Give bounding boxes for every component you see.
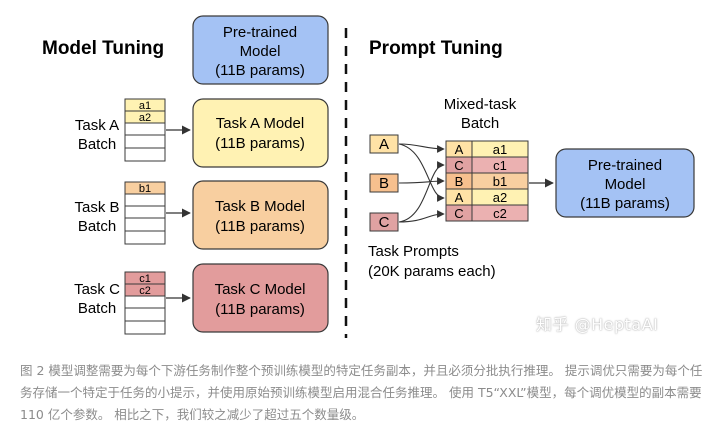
batch-row-3-data: b1 <box>493 174 507 189</box>
batch-row-5-data: c2 <box>493 206 507 221</box>
mixed-batch-title-line1: Mixed-task <box>444 96 517 113</box>
left-pretrained-line1: Pre-trained <box>223 24 297 41</box>
task-b-group: Task B Batch b1 Task B Model (11B params… <box>74 180 329 250</box>
task-a-model-title: Task A Model <box>216 115 304 132</box>
task-c-label: Task C <box>74 281 120 298</box>
task-a-group: Task A Batch a1 a2 Task A Model (11B par… <box>75 98 329 168</box>
task-b-batch-label: Batch <box>78 218 116 235</box>
task-prompts-label: Task Prompts <box>368 243 459 260</box>
batch-row-3-prompt: B <box>455 174 464 189</box>
task-a-row-2: a2 <box>139 112 151 124</box>
task-a-label: Task A <box>75 117 119 134</box>
batch-row-5-prompt: C <box>454 206 463 221</box>
prompt-a-label: A <box>379 136 389 153</box>
task-prompts-params: (20K params each) <box>368 263 496 280</box>
prompt-tuning-title: Prompt Tuning <box>369 38 503 59</box>
prompt-c: C <box>369 212 399 232</box>
task-c-model-box <box>192 263 329 333</box>
task-c-batch-label: Batch <box>78 300 116 317</box>
right-pretrained-line1: Pre-trained <box>588 157 662 174</box>
task-c-row-2: c2 <box>139 285 151 297</box>
batch-row-1-data: a1 <box>493 142 507 157</box>
batch-row-1-prompt: A <box>455 142 464 157</box>
task-c-model-params: (11B params) <box>215 301 305 318</box>
prompt-connectors <box>398 143 445 223</box>
task-b-model-title: Task B Model <box>215 198 305 215</box>
watermark: 知乎 @HeptaAI <box>536 315 659 334</box>
prompt-c-label: C <box>379 214 390 231</box>
task-c-row-1: c1 <box>139 273 151 285</box>
task-b-model-params: (11B params) <box>215 218 305 235</box>
left-pretrained-line3: (11B params) <box>215 62 305 79</box>
task-b-model-box <box>192 180 329 250</box>
left-pretrained-model: Pre-trained Model (11B params) <box>192 15 329 85</box>
prompt-tuning-diagram: Model Tuning Pre-trained Model (11B para… <box>42 15 695 338</box>
batch-row-4-prompt: A <box>455 190 464 205</box>
mixed-batch-table: A a1 C c1 B b1 A a2 C c2 <box>445 140 529 222</box>
right-pretrained-line2: Model <box>605 176 646 193</box>
prompt-b: B <box>369 173 399 193</box>
task-a-batch-label: Batch <box>78 136 116 153</box>
batch-row-4-data: a2 <box>493 190 507 205</box>
model-tuning-title: Model Tuning <box>42 38 164 59</box>
batch-row-2-data: c1 <box>493 158 507 173</box>
mixed-batch-title-line2: Batch <box>461 115 499 132</box>
task-c-model-title: Task C Model <box>215 281 306 298</box>
prompt-b-label: B <box>379 175 389 192</box>
task-b-row-1: b1 <box>139 183 151 195</box>
task-b-label: Task B <box>74 199 119 216</box>
right-pretrained-model: Pre-trained Model (11B params) <box>555 148 695 218</box>
task-a-model-params: (11B params) <box>215 135 305 152</box>
left-pretrained-line2: Model <box>240 43 281 60</box>
task-a-model-box <box>192 98 329 168</box>
task-a-row-1: a1 <box>139 100 151 112</box>
prompt-a: A <box>369 134 399 154</box>
task-a-batch-table: a1 a2 <box>124 98 166 162</box>
task-c-batch-table: c1 c2 <box>124 271 166 335</box>
figure-caption: 图 2 模型调整需要为每个下游任务制作整个预训练模型的特定任务副本，并且必须分批… <box>20 363 703 422</box>
task-c-group: Task C Batch c1 c2 Task C Model (11B par… <box>74 263 329 335</box>
batch-row-2-prompt: C <box>454 158 463 173</box>
task-b-batch-table: b1 <box>124 181 166 245</box>
right-pretrained-line3: (11B params) <box>580 195 670 212</box>
